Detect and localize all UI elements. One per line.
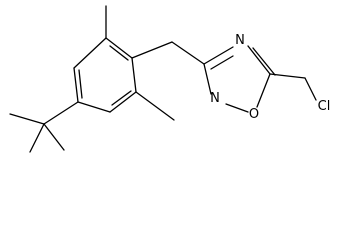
- bond-lines: [9, 5, 317, 153]
- bond-ch2: [171, 41, 205, 65]
- chemical-structure: N N O Cl: [9, 5, 331, 153]
- bond: [131, 57, 137, 93]
- bond-ch2: [131, 41, 173, 59]
- bond: [77, 101, 111, 113]
- bond-tbutyl-me2: [43, 123, 65, 151]
- bond-c5-o: [256, 73, 271, 108]
- double-bond-inner: [109, 45, 129, 61]
- bond-n-top-c5: [247, 45, 271, 75]
- bond-methyl-bottom: [135, 91, 175, 121]
- bond-n-bottom-c3: [203, 63, 212, 95]
- atom-label-n-bottom: N: [210, 91, 220, 106]
- bond: [109, 91, 137, 113]
- bond-tbutyl-me3: [29, 123, 45, 153]
- atom-label-chlorine: Cl: [318, 99, 331, 114]
- bond-c5-ch2: [269, 73, 306, 79]
- bond-tbutyl-me1: [9, 113, 45, 125]
- double-bond-inner: [111, 90, 132, 106]
- atom-label-n-top: N: [235, 33, 245, 48]
- bond: [73, 67, 79, 103]
- bond-c3-n-top: [203, 46, 234, 65]
- atom-label-o-ring: O: [249, 107, 259, 122]
- bond: [105, 37, 133, 59]
- double-bond-inner: [78, 69, 83, 99]
- double-bond-n-top-c5: [252, 47, 276, 76]
- double-bond-c3-n-top: [210, 55, 234, 70]
- bond-ch2-cl: [304, 77, 317, 101]
- bond: [73, 37, 107, 69]
- bond-tbutyl: [43, 101, 79, 125]
- bond-o-n-bottom: [225, 103, 249, 113]
